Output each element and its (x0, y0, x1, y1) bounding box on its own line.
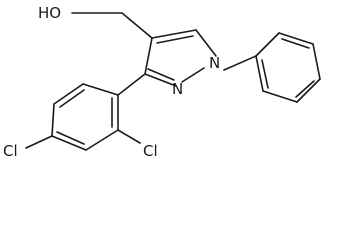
bond-ar-double-b (56, 131, 85, 145)
bond-n1-phenyl (223, 55, 257, 71)
bond-n1-n2 (181, 67, 205, 83)
bond-ch2-c4 (121, 12, 153, 39)
hydroxymethyl-group (71, 12, 153, 39)
bond-c3-c4 (144, 37, 153, 75)
bond-ph-2 (278, 32, 314, 45)
bond-ph-double-a (281, 38, 310, 49)
bond-ar-cl-para (25, 135, 53, 149)
bond-c5-n1 (195, 29, 217, 57)
dichlorophenyl-ring (25, 73, 146, 151)
bond-ar-2 (53, 83, 84, 105)
bond-ph-1 (255, 32, 280, 57)
bond-ph-6 (255, 55, 264, 92)
bond-n2-c3-double (147, 68, 175, 81)
chlorine-ortho-label: Cl (143, 142, 158, 160)
bond-ph-3 (312, 43, 321, 80)
pyrazole-ring (144, 29, 217, 87)
atom-n-aromatic-label: N (172, 80, 183, 98)
phenyl-ring (223, 32, 321, 103)
bond-ar-double-a (59, 89, 85, 108)
bond-ar-5 (85, 129, 119, 151)
bond-ar-1 (82, 83, 119, 96)
chemical-structure-diagram: HO N N Cl Cl (3, 4, 321, 160)
bond-ph-double-c (261, 59, 269, 89)
bond-c3-aryl (117, 73, 146, 96)
bond-ph-4 (296, 78, 321, 103)
bond-c4-c5 (151, 29, 197, 39)
hydroxyl-label: HO (38, 4, 61, 22)
bond-ar-cl-ortho (117, 129, 141, 144)
chlorine-para-label: Cl (3, 142, 18, 160)
atom-n-phenyl-label: N (209, 54, 220, 72)
bond-ph-5 (262, 90, 298, 103)
bond-ph-double-b (295, 80, 315, 98)
bond-c4-c5-double (156, 35, 194, 44)
bond-ar-4 (51, 135, 87, 151)
bond-ar-3 (51, 103, 55, 137)
bond-n2-c3 (144, 73, 177, 87)
